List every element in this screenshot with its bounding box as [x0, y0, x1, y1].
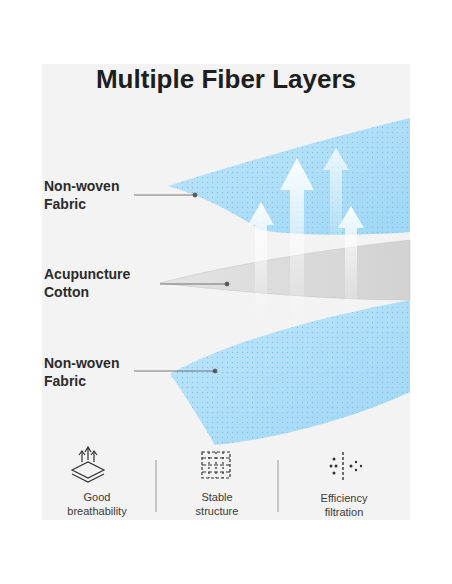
filtration-icon: [330, 452, 363, 480]
layer-label: Non-woven Fabric: [44, 177, 132, 213]
breathability-icon: [72, 447, 104, 482]
layer-label: Acupuncture Cotton: [44, 265, 156, 301]
feature-label: Stable structure: [182, 490, 252, 518]
title: Multiple Fiber Layers: [96, 64, 356, 95]
feature-label: Good breathability: [57, 490, 137, 518]
layer-label: Non-woven Fabric: [44, 354, 132, 390]
structure-icon: [202, 452, 230, 478]
feature-label: Efficiency filtration: [308, 491, 380, 519]
